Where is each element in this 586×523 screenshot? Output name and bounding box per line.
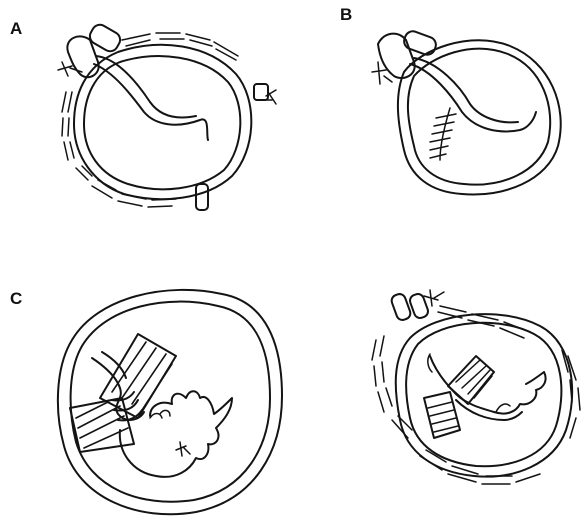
chordae-tips xyxy=(150,410,170,418)
plication-sutures xyxy=(430,108,456,160)
leaflet-curve xyxy=(94,56,208,140)
pledget-right xyxy=(254,84,268,100)
suture-marks-bottom xyxy=(92,180,176,207)
panel-d xyxy=(372,290,580,484)
suture-marks-right xyxy=(562,350,580,438)
leaflet-curve xyxy=(410,58,536,131)
suture-knot-left xyxy=(58,62,82,76)
annulus-outer-ring xyxy=(396,314,572,477)
panel-label-c: C xyxy=(10,289,22,308)
panel-c: C xyxy=(10,289,282,514)
patch-upper-fluting xyxy=(456,360,492,398)
panel-label-a: A xyxy=(10,19,22,38)
pledget-bottom xyxy=(196,184,208,210)
annulus-inner-ring xyxy=(406,323,561,466)
panel-label-b: B xyxy=(340,5,352,24)
pledget-left xyxy=(390,292,412,321)
patch-lower-fluted xyxy=(424,392,460,438)
patch-lower xyxy=(70,398,134,452)
suture-knot xyxy=(176,442,190,456)
suture-knot-left xyxy=(372,62,392,84)
annulus-inner-ring xyxy=(408,49,550,185)
panel-b: B xyxy=(340,5,561,195)
annulus-outer-ring xyxy=(398,40,561,194)
suture-knot xyxy=(424,290,444,306)
pledget-left xyxy=(378,34,415,78)
panel-a: A xyxy=(10,19,276,210)
